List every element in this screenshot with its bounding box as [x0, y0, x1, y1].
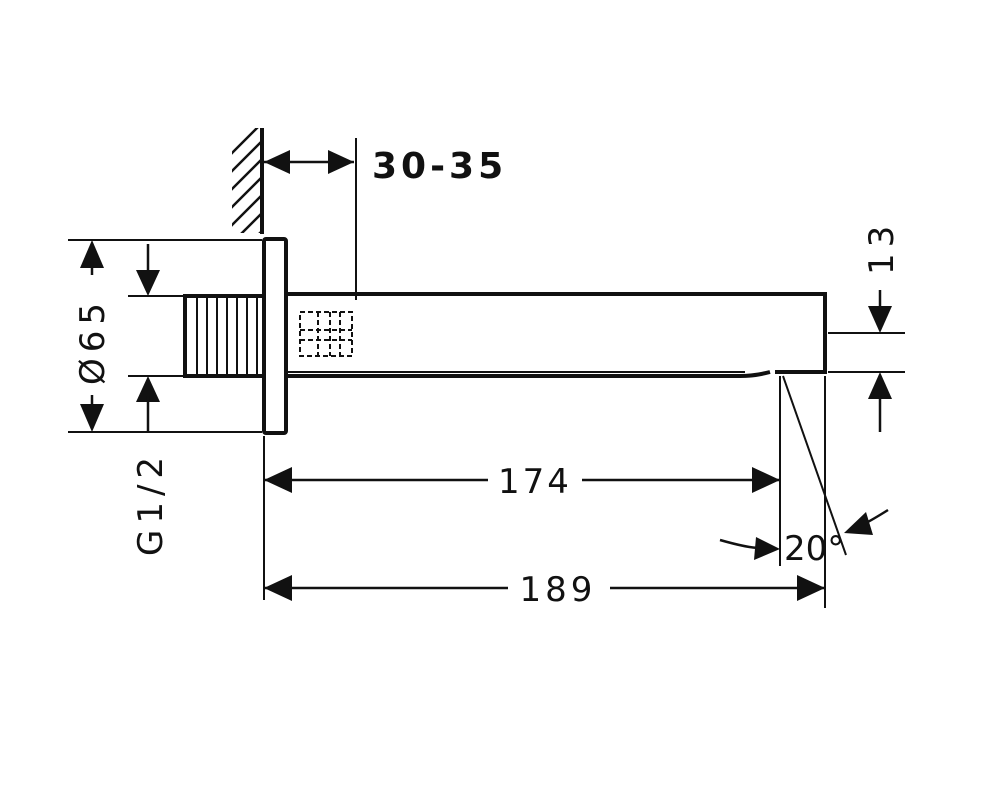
dimension-flange-diameter	[80, 240, 104, 432]
hidden-internal-lines	[299, 311, 353, 357]
label-length-total: 189	[520, 570, 597, 610]
label-spout-height: 13	[862, 220, 902, 275]
label-outlet-angle: 20°	[784, 529, 844, 569]
extension-lines-bottom	[263, 375, 847, 608]
dimension-length-total	[264, 575, 825, 601]
dimension-wall-depth	[264, 138, 357, 300]
label-length-short: 174	[498, 462, 572, 502]
dimension-outlet-angle	[719, 508, 889, 560]
flange	[262, 237, 288, 435]
label-flange-diameter: Ø65	[73, 297, 113, 385]
dimension-length-short	[264, 467, 780, 493]
wall-hatching	[232, 128, 264, 234]
label-thread: G1/2	[131, 451, 171, 556]
spout-body	[286, 292, 827, 378]
dimension-thread	[136, 244, 160, 432]
extension-lines-left	[68, 239, 262, 433]
dimension-spout-height	[828, 290, 905, 432]
threaded-connector	[183, 294, 267, 378]
label-wall-depth: 30-35	[372, 146, 507, 187]
